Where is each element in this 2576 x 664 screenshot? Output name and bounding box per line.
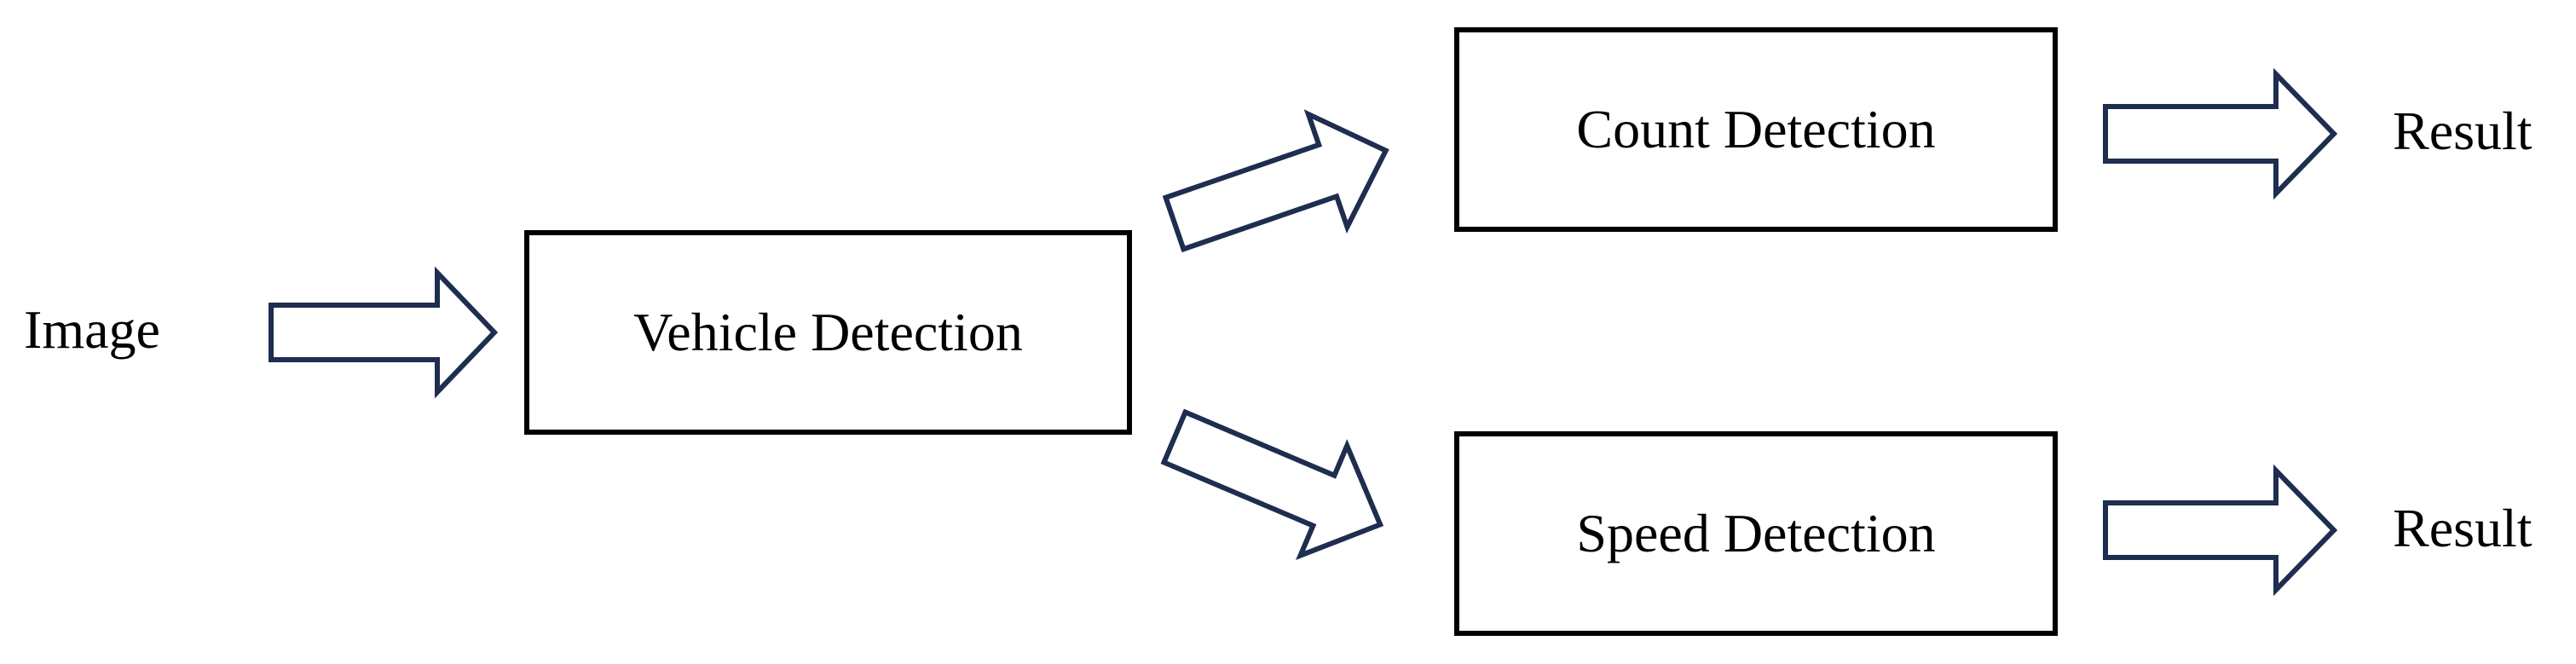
vehicle-detection-box: Vehicle Detection bbox=[524, 230, 1132, 435]
count-detection-label: Count Detection bbox=[1576, 99, 1936, 159]
speed-result-label: Result bbox=[2393, 498, 2533, 558]
arrow-vehicle-to-speed-icon bbox=[1160, 408, 1384, 561]
speed-detection-box: Speed Detection bbox=[1454, 431, 2058, 636]
input-label: Image bbox=[24, 299, 160, 360]
speed-detection-label: Speed Detection bbox=[1576, 503, 1936, 563]
arrow-count-to-result-icon bbox=[2103, 67, 2338, 200]
arrow-image-to-vehicle-icon bbox=[269, 266, 499, 399]
count-detection-box: Count Detection bbox=[1454, 27, 2058, 232]
arrow-vehicle-to-count-icon bbox=[1162, 109, 1389, 253]
vehicle-detection-label: Vehicle Detection bbox=[633, 302, 1023, 362]
count-result-label: Result bbox=[2393, 101, 2533, 161]
arrow-speed-to-result-icon bbox=[2103, 464, 2338, 597]
